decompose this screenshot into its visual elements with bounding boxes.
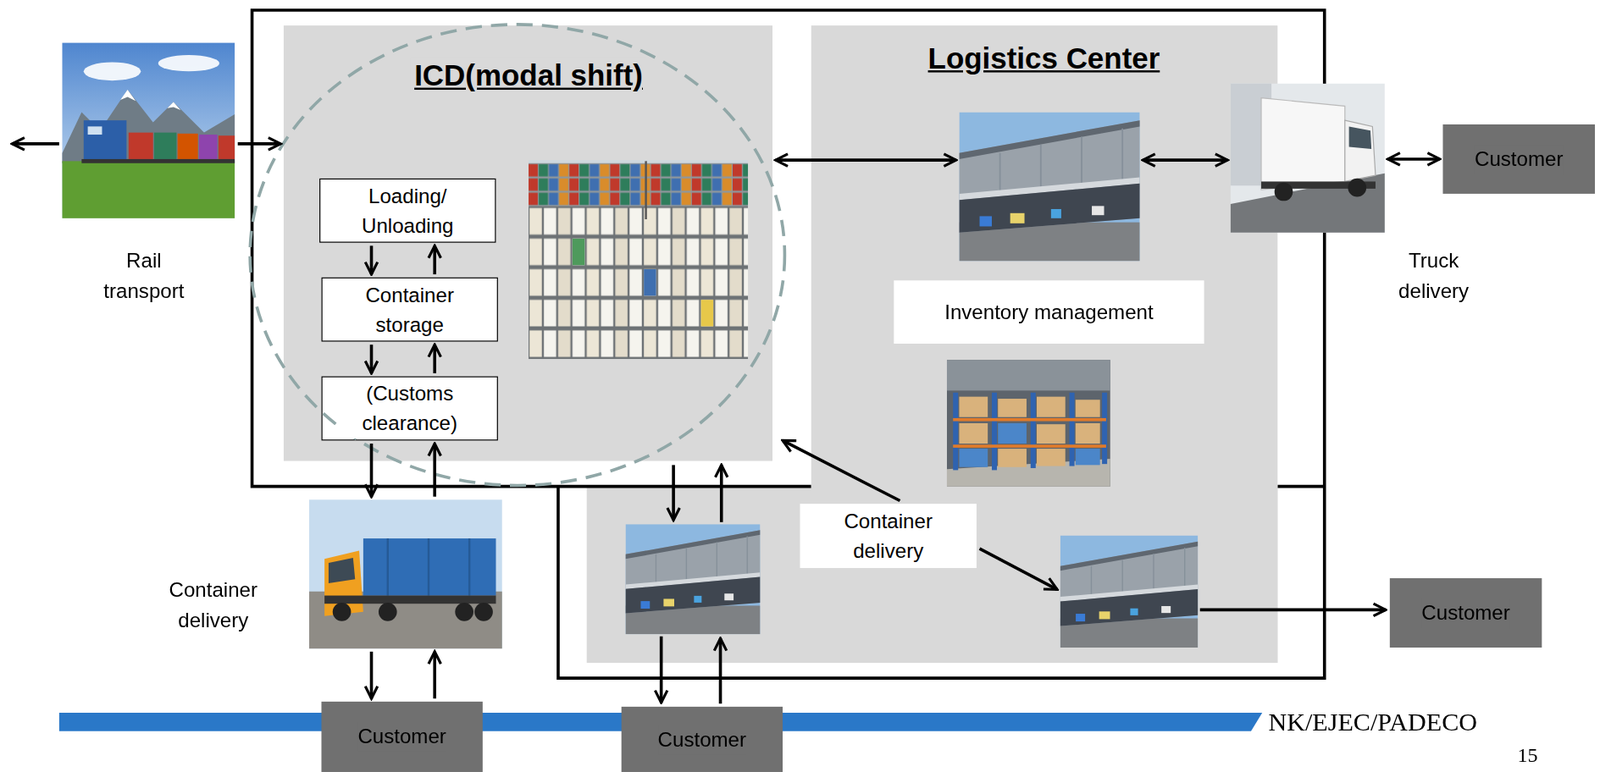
- warehouse-photo: [958, 112, 1140, 262]
- flow-arrow: [1387, 157, 1440, 161]
- photo-caption: Truck delivery: [1382, 244, 1484, 306]
- flow-arrow: [370, 344, 374, 374]
- panel-title: Logistics Center: [924, 40, 1164, 77]
- layout-arrows: [11, 143, 1386, 704]
- lower-warehouse-photo: [625, 524, 760, 635]
- container-yard-photo: [528, 160, 748, 360]
- delivery-truck-photo: [1230, 83, 1385, 233]
- frame-outline: [252, 10, 1325, 679]
- container-truck-photo: [309, 499, 503, 649]
- photo-caption: Container delivery: [141, 574, 285, 636]
- process-box: Loading/ Unloading: [319, 178, 496, 244]
- flow-arrow: [775, 158, 957, 162]
- icd-dashed-boundary: [249, 24, 785, 487]
- box-label: (Customs clearance): [337, 379, 482, 439]
- flow-arrow: [782, 440, 900, 501]
- box-label: Container storage: [348, 280, 471, 340]
- customer-box: Customer: [621, 707, 783, 772]
- flow-arrow: [370, 245, 374, 275]
- label-box: Container delivery: [800, 503, 977, 569]
- process-box: (Customs clearance): [321, 376, 498, 442]
- flow-arrow: [1142, 158, 1228, 162]
- customer-box: Customer: [321, 702, 482, 772]
- box-label: Inventory management: [944, 297, 1153, 327]
- customer-box: Customer: [1389, 578, 1543, 648]
- flow-arrow: [432, 443, 437, 498]
- train-photo: [61, 43, 235, 219]
- process-box: Container storage: [321, 277, 498, 343]
- box-label: Customer: [1474, 143, 1563, 174]
- flow-arrow: [432, 344, 437, 374]
- photo-caption: Rail transport: [88, 244, 201, 306]
- customer-box: Customer: [1442, 124, 1595, 194]
- flow-arrow: [432, 245, 437, 275]
- warehouse-interior-photo: [946, 359, 1111, 487]
- label-box: Inventory management: [893, 280, 1204, 344]
- flow-arrow: [432, 652, 437, 699]
- box-label: Loading/ Unloading: [346, 181, 470, 241]
- box-label: Customer: [357, 722, 446, 753]
- box-label: Customer: [658, 725, 747, 755]
- panel-title: ICD(modal shift): [409, 58, 647, 95]
- lower-warehouse-photo: [1060, 535, 1199, 648]
- box-label: Container delivery: [824, 506, 953, 566]
- box-label: Customer: [1421, 598, 1510, 629]
- flow-arrow: [238, 142, 282, 146]
- flow-arrow: [370, 652, 374, 699]
- flow-arrow: [370, 443, 374, 498]
